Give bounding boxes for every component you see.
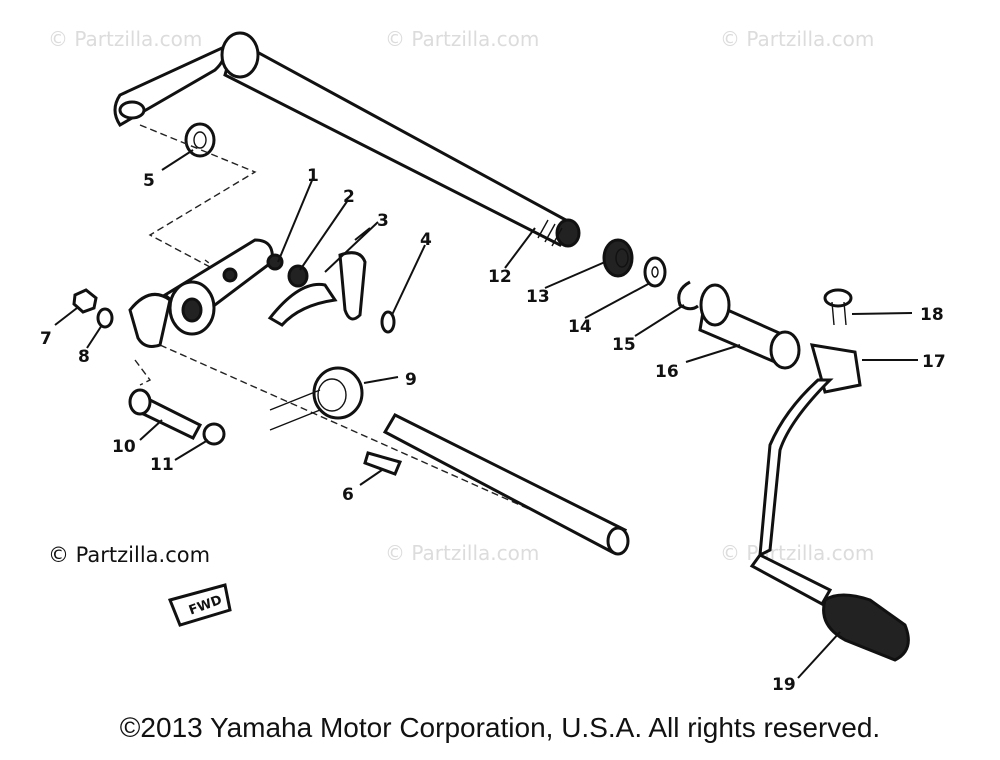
fwd-arrow: FWD [167,583,232,627]
callout-14: 14 [568,317,592,337]
circlip-15 [677,280,699,311]
watermark: © Partzilla.com [385,541,539,565]
seal-13 [602,238,634,278]
copyright-notice: ©2013 Yamaha Motor Corporation, U.S.A. A… [119,712,881,743]
shift-pedal-17 [749,343,862,607]
callout-17: 17 [922,352,946,372]
shift-lever-assembly [128,238,396,348]
callout-12: 12 [488,267,512,287]
callout-13: 13 [526,287,550,307]
callout-1: 1 [307,166,319,186]
callout-16: 16 [655,362,679,382]
callout-4: 4 [420,230,432,250]
callout-9: 9 [405,370,417,390]
washer-8 [96,307,114,329]
pin-6 [363,451,403,476]
bushing-5 [184,122,216,158]
shift-shaft-12 [113,31,581,248]
callout-11: 11 [150,455,174,475]
corner-watermark: © Partzilla.com [48,543,210,567]
watermark: © Partzilla.com [720,27,874,51]
shaft [382,413,630,556]
callout-5: 5 [143,171,155,191]
callout-19: 19 [772,675,796,695]
watermark: © Partzilla.com [385,27,539,51]
callout-2: 2 [343,187,355,207]
callout-7: 7 [40,329,52,349]
bolt-10 [128,388,203,440]
collar-16 [698,283,801,370]
callout-18: 18 [920,305,944,325]
callout-10: 10 [112,437,136,457]
nut-7 [72,288,98,314]
callout-6: 6 [342,485,354,505]
leader-lines [54,149,918,679]
watermark: © Partzilla.com [48,27,202,51]
pedal-rubber-19 [822,593,910,662]
callout-15: 15 [612,335,636,355]
torsion-spring-9 [269,366,364,431]
bolt-18 [823,288,853,326]
spring-11 [202,422,226,446]
callout-8: 8 [78,347,90,367]
watermark: © Partzilla.com [720,541,874,565]
callout-3: 3 [377,211,389,231]
washer-14 [643,256,667,288]
